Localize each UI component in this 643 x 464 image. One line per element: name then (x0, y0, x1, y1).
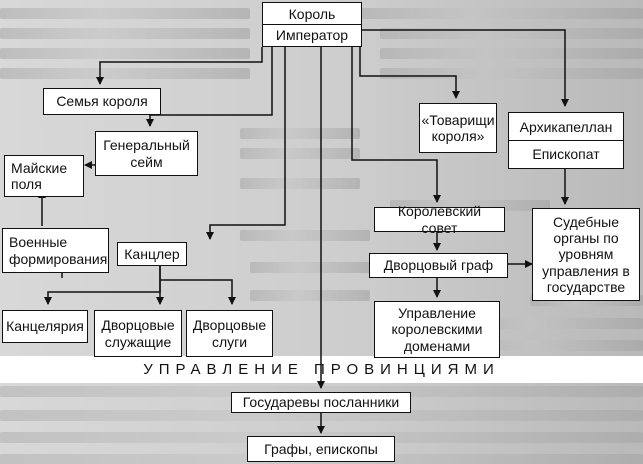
palace-count-label: Дворцовый граф (383, 257, 494, 274)
royal-comrades-label: «Товарищи короля» (421, 111, 495, 144)
chancellor-label: Канцлер (124, 245, 180, 262)
judicial-organs-box: Судебные органы по уровням управления в … (532, 208, 640, 301)
royal-domains-management-box: Управление королевскими доменами (374, 301, 500, 358)
palace-servants-label: Дворцовые служащие (101, 317, 175, 350)
sovereign-envoys-label: Государевы посланники (242, 394, 400, 411)
bishop-label: Епископат (532, 146, 600, 162)
judicial-organs-label: Судебные органы по уровням управления в … (542, 214, 630, 295)
royal-family-box: Семья короля (43, 88, 161, 115)
archchaplain-bishop-box: Архикапеллан Епископат (508, 112, 624, 169)
sovereign-envoys-box: Государевы посланники (231, 392, 411, 413)
military-formations-box: Военные формирования (2, 228, 109, 273)
may-fields-box: Майские поля (4, 155, 84, 197)
royal-domains-management-label: Управление королевскими доменами (391, 305, 483, 354)
chancellery-label: Канцелярия (6, 318, 84, 335)
counts-bishops-label: Графы, епископы (264, 440, 378, 457)
archchaplain-label: Архикапеллан (509, 116, 623, 141)
provinces-heading: УПРАВЛЕНИЕ ПРОВИНЦИЯМИ (143, 361, 500, 378)
royal-council-box: Королевский совет (374, 203, 505, 236)
military-formations-label: Военные формирования (9, 234, 108, 267)
emperor-label: Император (275, 27, 349, 43)
palace-attendants-box: Дворцовые слуги (186, 310, 273, 357)
royal-family-label: Семья короля (56, 93, 148, 110)
chancellor-box: Канцлер (117, 242, 187, 266)
palace-attendants-label: Дворцовые слуги (192, 317, 267, 350)
palace-count-box: Дворцовый граф (369, 253, 508, 278)
general-assembly-label: Генеральный сейм (103, 137, 190, 170)
palace-servants-box: Дворцовые служащие (94, 310, 182, 357)
king-label: Король (263, 5, 361, 25)
royal-council-label: Королевский совет (397, 203, 482, 236)
counts-bishops-box: Графы, епископы (247, 436, 395, 462)
may-fields-label: Майские поля (11, 159, 68, 192)
royal-comrades-box: «Товарищи короля» (419, 103, 497, 153)
chancellery-box: Канцелярия (2, 310, 88, 343)
general-assembly-box: Генеральный сейм (95, 131, 198, 176)
king-emperor-box: Король Император (262, 2, 362, 47)
